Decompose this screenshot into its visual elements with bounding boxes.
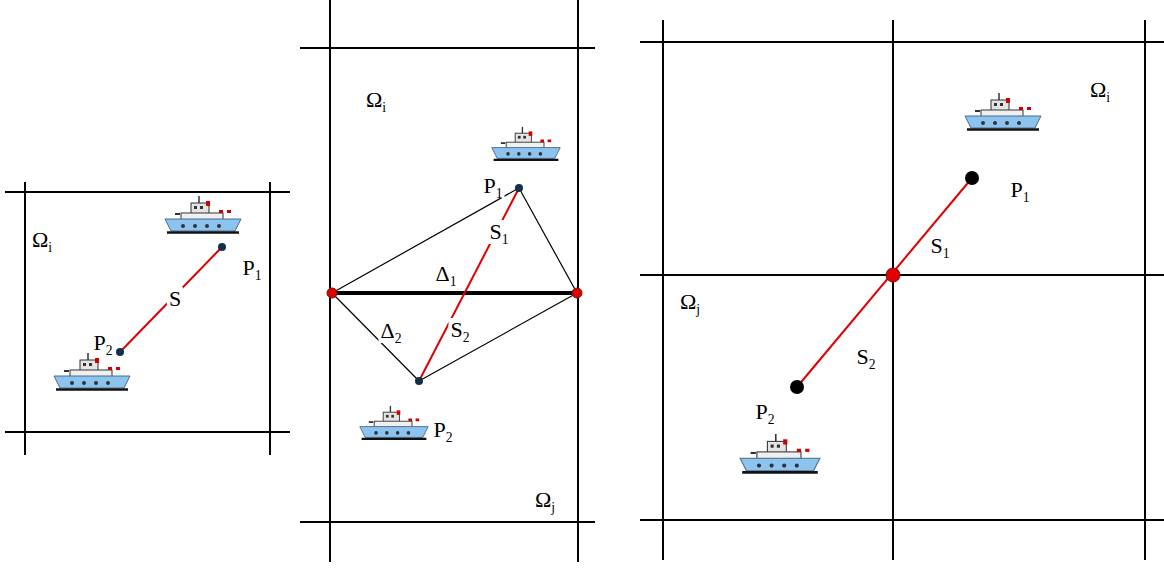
subscript: 1 [255,268,262,283]
grid-line [24,182,26,455]
triangle-lines [332,188,577,381]
math-label: Ωi [1088,78,1112,102]
math-label: P2 [753,400,776,424]
math-label: S1 [487,220,510,244]
math-label: P1 [1008,178,1031,202]
subscript: 2 [463,330,470,345]
math-label: S1 [928,234,951,258]
symbol: P [433,417,445,442]
subscript: i [48,240,52,255]
symbol: P [483,173,495,198]
ship-icon [165,196,241,233]
subscript: 2 [106,343,113,358]
subscript: 2 [768,412,775,427]
symbol: P [242,255,254,280]
subscript: 1 [496,186,503,201]
grid-line [5,431,290,433]
ship-icon [360,406,428,439]
math-label: Δ1 [434,262,459,286]
math-label: S2 [448,318,471,342]
subscript: i [1106,90,1110,105]
triangle-line [519,188,577,293]
subscript: 2 [869,357,876,372]
symbol: S [856,344,868,369]
subscript: 1 [943,246,950,261]
grid-line [1144,20,1146,560]
symbol: S [489,219,501,244]
math-label: Ωi [30,228,54,252]
point [790,380,804,394]
math-label: Δ2 [379,319,404,343]
symbol: S [169,286,181,311]
math-label: Ωj [533,488,557,512]
grid-line [640,519,1164,521]
grid-line [300,521,595,523]
math-label: P2 [91,331,114,355]
intersection-point [327,288,337,298]
ship-icon [492,127,560,160]
symbol: P [93,330,105,355]
subscript: j [696,302,700,317]
intersection-point [886,268,900,282]
subscript: 2 [446,430,453,445]
symbol: Δ [436,261,450,286]
ship-icon [965,93,1041,130]
point [116,348,124,356]
point [515,184,523,192]
subscript: 1 [1023,190,1030,205]
grid-line [5,191,290,193]
segment [797,178,972,387]
grid-line [269,182,271,455]
math-label: Ωj [678,290,702,314]
grid-lines [300,0,595,562]
math-label: Ωi [364,88,388,112]
triangle-line [332,188,519,293]
symbol: P [1010,177,1022,202]
math-label: S [167,287,183,311]
point [965,171,979,185]
symbol: Ω [1090,77,1106,102]
symbol: S [450,317,462,342]
segment [419,188,519,381]
symbol: Ω [366,87,382,112]
shared-edge [330,291,578,295]
grid-line [892,20,894,560]
symbol: Ω [535,487,551,512]
grid-line [662,20,664,560]
triangle-line [332,293,419,381]
symbol: Ω [32,227,48,252]
grid-line [640,41,1164,43]
segment [120,247,222,352]
grid-line [329,0,331,562]
math-label: S2 [854,345,877,369]
point [415,377,423,385]
symbol: Δ [381,318,395,343]
subscript: 2 [395,331,402,346]
subscript: 1 [450,274,457,289]
math-label: P1 [481,174,504,198]
grid-lines [5,182,290,455]
math-label: P2 [431,418,454,442]
symbol: S [930,233,942,258]
symbol: Ω [680,289,696,314]
subscript: i [382,100,386,115]
point [218,243,226,251]
symbol: P [755,399,767,424]
grid-line [577,0,579,562]
math-label: P1 [240,256,263,280]
subscript: j [551,500,555,515]
intersection-point [572,288,582,298]
ship-icon [740,434,820,472]
ship-icon [54,353,130,390]
grid-line [300,47,595,49]
subscript: 1 [502,232,509,247]
grid-lines [640,20,1164,560]
grid-line [640,274,1164,276]
